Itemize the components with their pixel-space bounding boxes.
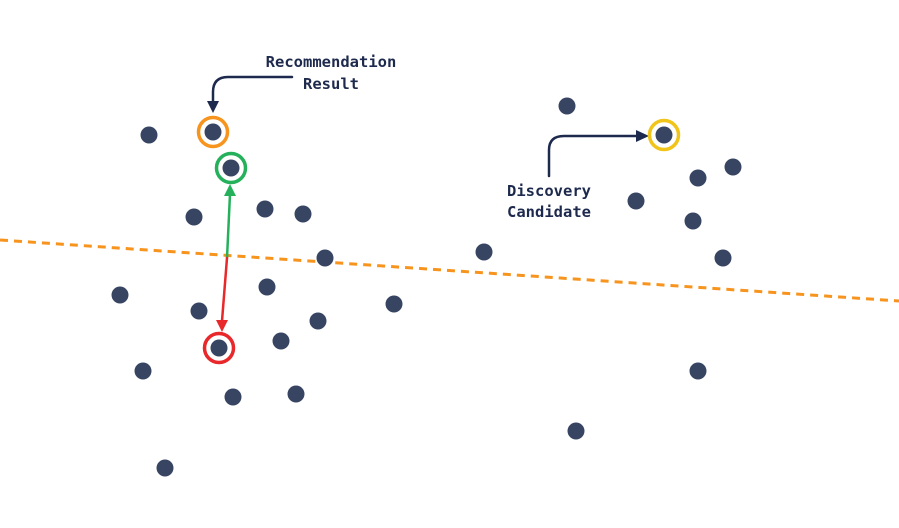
labels-layer: Recommendation Result Discovery Candidat… bbox=[266, 53, 591, 221]
data-point bbox=[156, 459, 174, 477]
data-point bbox=[294, 205, 312, 223]
data-point bbox=[287, 385, 305, 403]
data-point bbox=[256, 200, 274, 218]
data-point bbox=[140, 126, 158, 144]
push-arrow-red-line bbox=[220, 256, 229, 323]
data-point bbox=[272, 332, 290, 350]
discovery-arrow-line bbox=[547, 134, 638, 178]
data-point bbox=[134, 362, 152, 380]
recommendation-result-point-ring bbox=[196, 115, 230, 149]
data-point bbox=[185, 208, 203, 226]
data-point bbox=[204, 123, 222, 141]
discovery-arrow-head bbox=[636, 130, 649, 142]
data-point bbox=[316, 249, 334, 267]
discovery-candidate-label-line2: Candidate bbox=[507, 203, 591, 221]
data-point bbox=[567, 422, 585, 440]
data-points-layer bbox=[111, 97, 742, 477]
recommendation-result-label-line2: Result bbox=[303, 75, 359, 93]
data-point bbox=[111, 286, 129, 304]
query-point-ring bbox=[214, 151, 248, 185]
discovery-candidate-label-line1: Discovery bbox=[507, 182, 591, 200]
data-point bbox=[714, 249, 732, 267]
decision-boundary-layer bbox=[0, 238, 899, 303]
distant-point-ring bbox=[202, 331, 236, 365]
data-point bbox=[224, 388, 242, 406]
data-point bbox=[627, 192, 645, 210]
data-point bbox=[689, 362, 707, 380]
data-point bbox=[655, 126, 673, 144]
data-point bbox=[309, 312, 327, 330]
data-point bbox=[222, 159, 240, 177]
recommendation-arrow-line bbox=[211, 75, 294, 103]
highlight-rings-layer bbox=[196, 115, 681, 365]
annotation-arrow-layer bbox=[207, 75, 649, 332]
recommendation-arrow-head bbox=[207, 101, 219, 113]
data-point bbox=[475, 243, 493, 261]
data-point bbox=[190, 302, 208, 320]
data-point bbox=[689, 169, 707, 187]
data-point bbox=[558, 97, 576, 115]
data-point bbox=[385, 295, 403, 313]
push-arrow-red-head bbox=[216, 320, 228, 332]
data-point bbox=[258, 278, 276, 296]
data-point bbox=[210, 339, 228, 357]
data-point bbox=[724, 158, 742, 176]
pull-arrow-green-line bbox=[225, 192, 232, 260]
pull-arrow-green-head bbox=[224, 184, 236, 196]
discovery-candidate-point-ring bbox=[647, 118, 681, 152]
data-point bbox=[684, 212, 702, 230]
decision-boundary-line bbox=[0, 238, 899, 303]
recommendation-result-label-line1: Recommendation bbox=[266, 53, 397, 71]
